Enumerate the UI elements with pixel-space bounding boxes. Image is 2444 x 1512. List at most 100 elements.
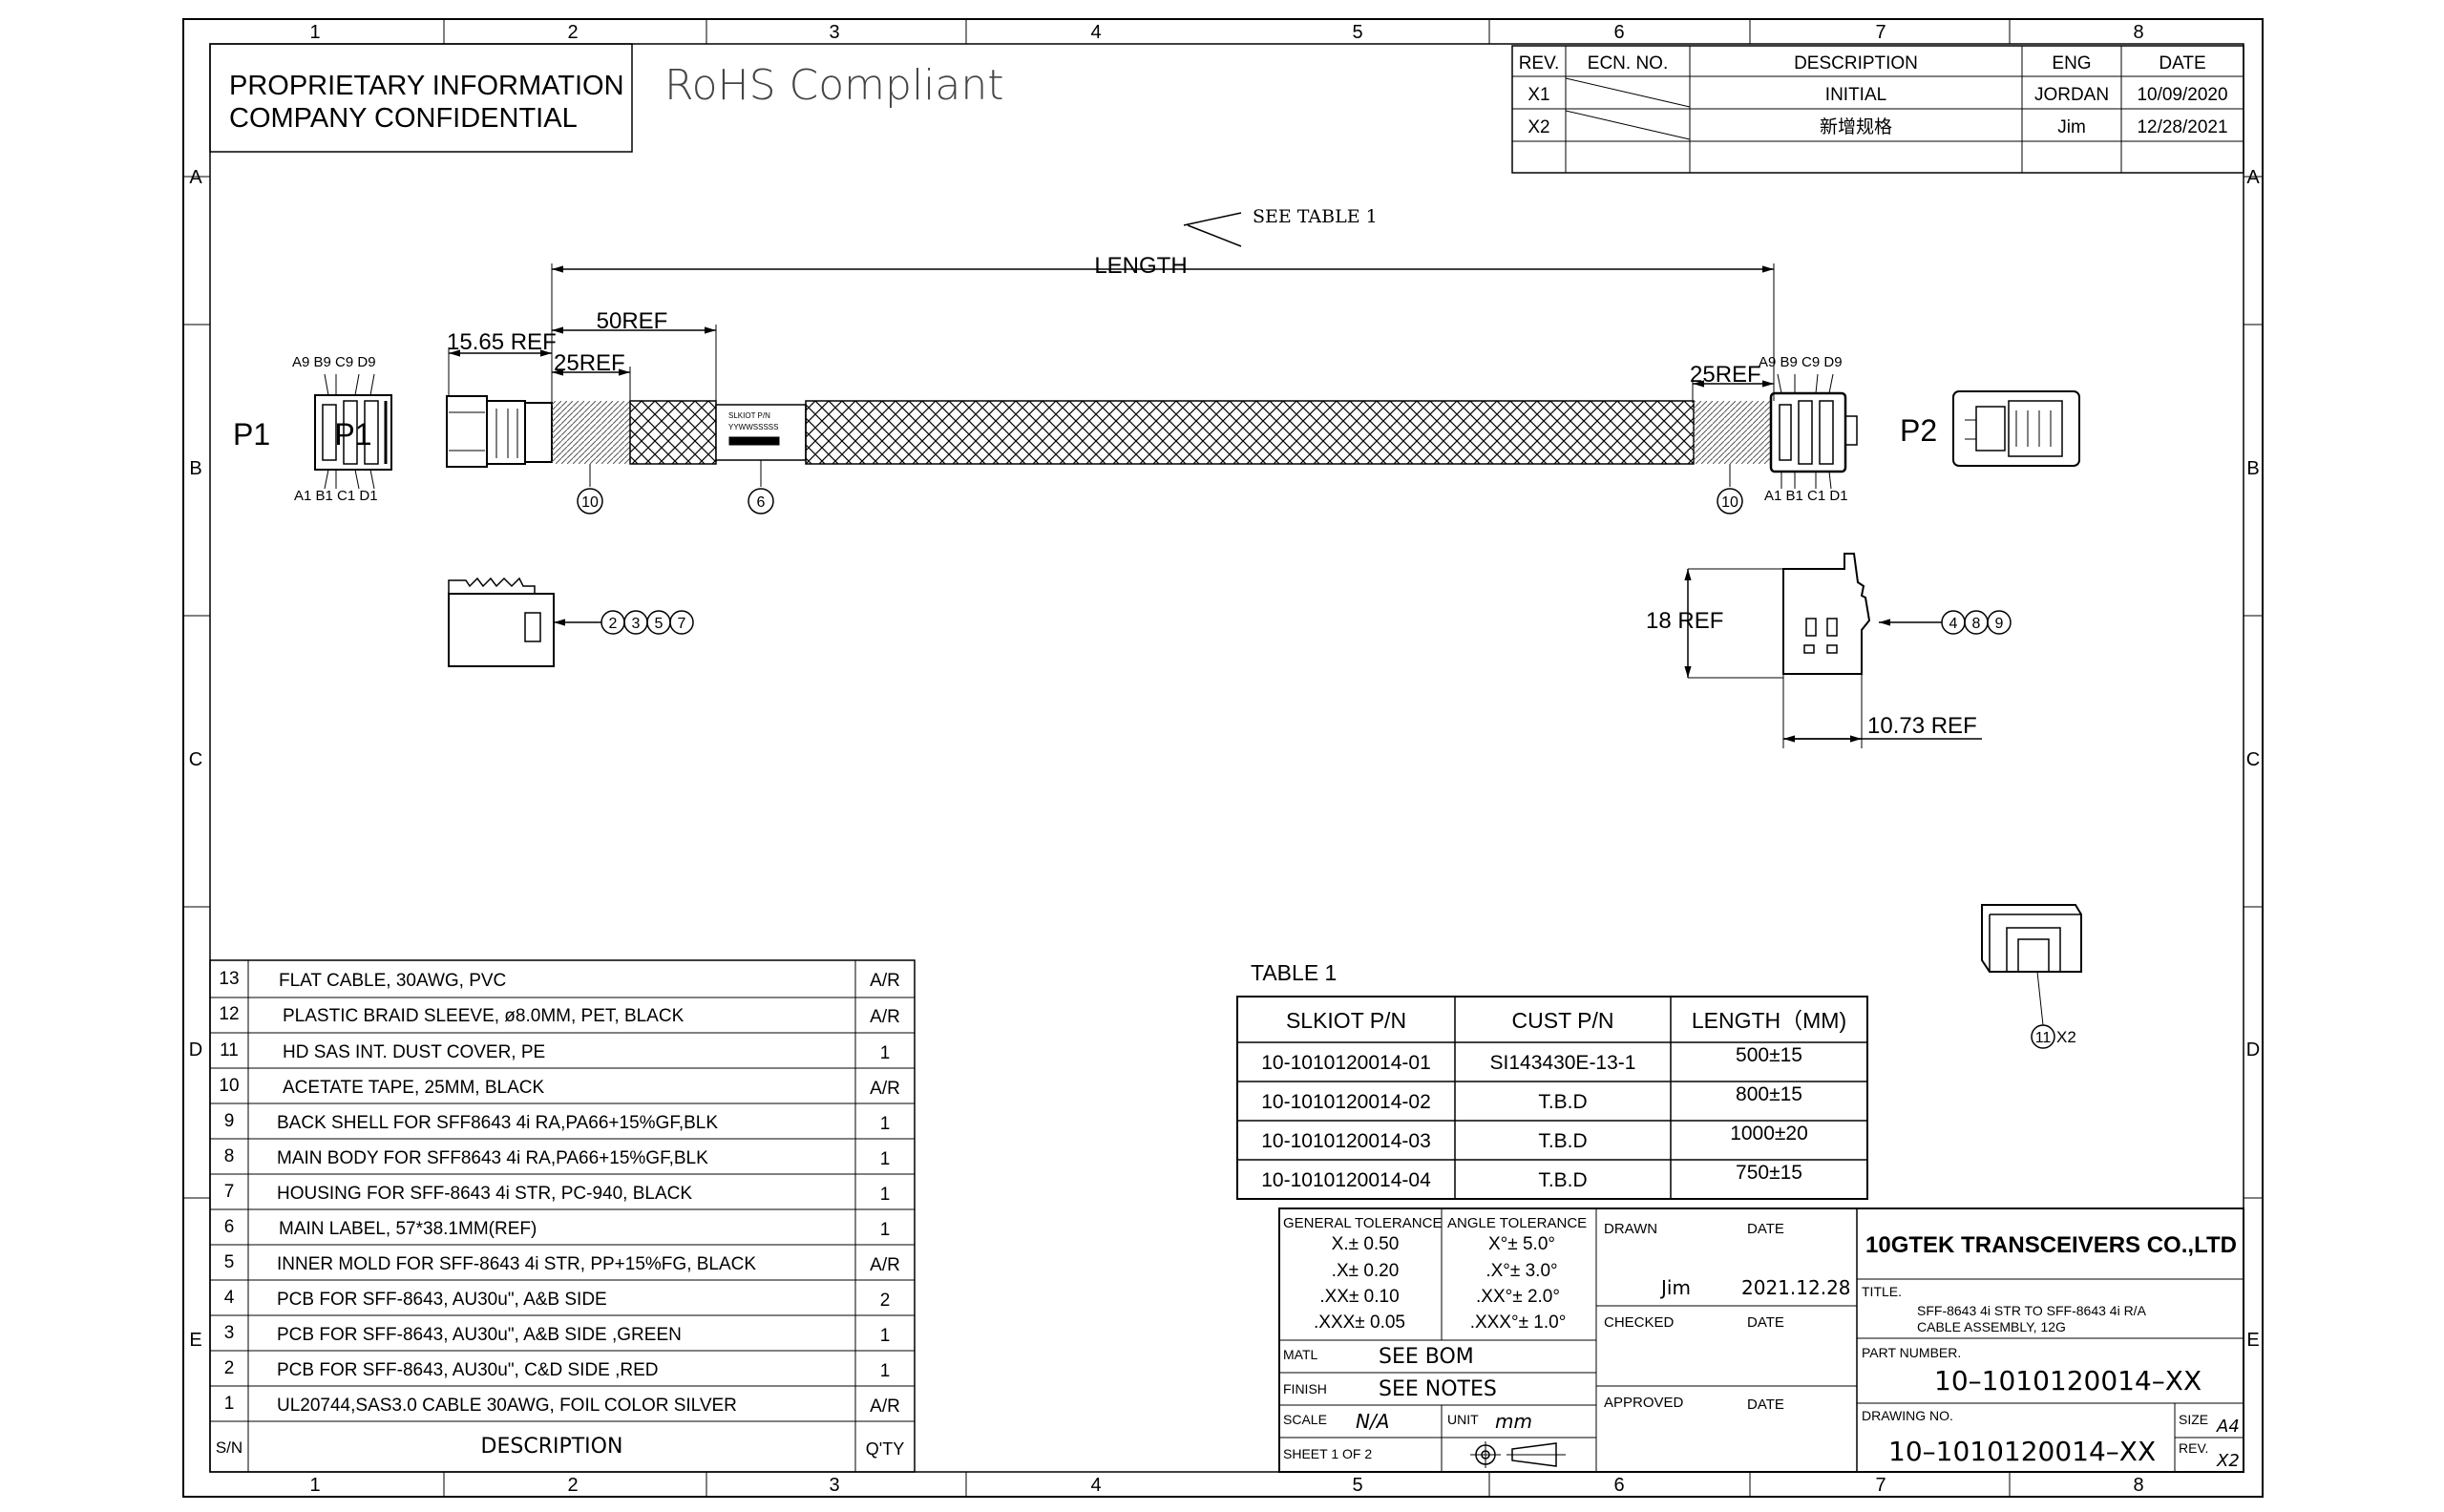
table1-cell: T.B.D bbox=[1538, 1091, 1587, 1113]
dim-25ref-right: 25REF bbox=[1690, 362, 1761, 388]
bom-qty: 1 bbox=[880, 1043, 891, 1063]
angle-line: .XX°± 2.0° bbox=[1476, 1287, 1560, 1307]
proprietary-line1: PROPRIETARY INFORMATION bbox=[229, 71, 624, 101]
balloon-8: 8 bbox=[1972, 616, 1981, 632]
drawn-label: DRAWN bbox=[1604, 1221, 1657, 1237]
bom-qty: A/R bbox=[870, 1007, 900, 1027]
table1: TABLE 1 SLKIOT P/N CUST P/N LENGTH（MM) 1… bbox=[1236, 960, 1868, 1200]
unit-value: mm bbox=[1495, 1410, 1532, 1433]
col-label: 4 bbox=[1090, 1475, 1101, 1496]
matl-label: MATL bbox=[1283, 1347, 1318, 1362]
table1-header: LENGTH（MM) bbox=[1692, 1008, 1846, 1033]
rev-cell: 10/09/2020 bbox=[2137, 85, 2227, 105]
balloon-4: 4 bbox=[1949, 616, 1958, 632]
angle-line: .X°± 3.0° bbox=[1485, 1261, 1557, 1281]
length-label: LENGTH bbox=[1094, 253, 1187, 279]
bom-desc: PLASTIC BRAID SLEEVE, ø8.0MM, PET, BLACK bbox=[283, 1006, 685, 1026]
scale-label: SCALE bbox=[1283, 1412, 1327, 1427]
general-tolerance-label: GENERAL TOLERANCE bbox=[1283, 1215, 1442, 1231]
bom-desc: PCB FOR SFF-8643, AU30u", C&D SIDE ,RED bbox=[277, 1360, 659, 1380]
rev-value: X2 bbox=[2216, 1451, 2240, 1471]
bom-rows: 1 3 FLAT CABLE, 30AWG, PVC A/R 1 2 PLASTIC… bbox=[216, 969, 904, 1459]
balloon-10: 10 bbox=[1721, 494, 1738, 511]
p1-label: P1 bbox=[233, 417, 270, 452]
bom-sn: 11 bbox=[220, 1040, 239, 1060]
tolerance-line: X.± 0.50 bbox=[1332, 1234, 1400, 1254]
dim-18ref: 18 REF bbox=[1646, 608, 1723, 634]
row-label: D bbox=[189, 1040, 202, 1060]
col-label: 8 bbox=[2133, 1475, 2143, 1496]
col-label: 5 bbox=[1352, 1475, 1362, 1496]
bom-desc: PCB FOR SFF-8643, AU30u", A&B SIDE bbox=[277, 1290, 607, 1310]
dim-50ref: 50REF bbox=[597, 308, 668, 334]
finish-label: FINISH bbox=[1283, 1381, 1327, 1396]
pins-top-right: A9 B9 C9 D9 bbox=[1759, 354, 1843, 370]
drawing-labels: SEE TABLE 1 LENGTH 50REF 15.65 REF 25REF… bbox=[233, 206, 1937, 504]
bom-sn: 7 bbox=[224, 1182, 235, 1202]
row-label: E bbox=[189, 1330, 201, 1351]
table1-cell: 800±15 bbox=[1736, 1083, 1802, 1105]
row-label: E bbox=[2246, 1330, 2259, 1351]
table1-cell: T.B.D bbox=[1538, 1130, 1587, 1152]
approved-date-label: DATE bbox=[1747, 1396, 1784, 1413]
dim-1565ref: 15.65 REF bbox=[447, 329, 557, 355]
table1-cell: 1000±20 bbox=[1730, 1123, 1808, 1144]
col-label: 2 bbox=[567, 22, 578, 43]
dim-1073ref: 10.73 REF bbox=[1867, 713, 1977, 739]
balloon-7: 7 bbox=[678, 616, 686, 632]
table1-cell: 10-1010120014-03 bbox=[1261, 1130, 1431, 1152]
bom-desc: PCB FOR SFF-8643, AU30u", A&B SIDE ,GREE… bbox=[277, 1325, 682, 1345]
table1-cell: 10-1010120014-01 bbox=[1261, 1052, 1431, 1074]
col-label: 2 bbox=[567, 1475, 578, 1496]
checked-date-label: DATE bbox=[1747, 1314, 1784, 1331]
col-label: 8 bbox=[2133, 22, 2143, 43]
table1-cell: T.B.D bbox=[1538, 1169, 1587, 1191]
drawn-by: Jim bbox=[1659, 1276, 1691, 1299]
title-line1: SFF-8643 4i STR TO SFF-8643 4i R/A bbox=[1917, 1303, 2147, 1318]
table1-title: TABLE 1 bbox=[1251, 960, 1337, 985]
tolerance-line: .XXX± 0.05 bbox=[1314, 1312, 1405, 1333]
rev-header: ENG bbox=[2052, 53, 2091, 74]
pins-bottom-left: A1 B1 C1 D1 bbox=[294, 488, 378, 504]
title-line2: CABLE ASSEMBLY, 12G bbox=[1917, 1319, 2066, 1334]
table1-header: CUST P/N bbox=[1512, 1008, 1614, 1033]
rev-cell: X1 bbox=[1528, 85, 1549, 105]
proprietary-block: PROPRIETARY INFORMATION COMPANY CONFIDEN… bbox=[209, 43, 633, 153]
bom-footer-sn: S/N bbox=[216, 1438, 242, 1457]
size-value: A4 bbox=[2216, 1417, 2240, 1437]
col-label: 3 bbox=[829, 1475, 839, 1496]
bom-desc: HOUSING FOR SFF-8643 4i STR, PC-940, BLA… bbox=[277, 1184, 692, 1204]
bom-qty: 1 bbox=[880, 1185, 891, 1205]
bom-qty: 1 bbox=[880, 1114, 891, 1134]
bom-desc: FLAT CABLE, 30AWG, PVC bbox=[279, 971, 506, 991]
approved-label: APPROVED bbox=[1604, 1395, 1684, 1411]
rev-cell: 12/28/2021 bbox=[2137, 117, 2227, 137]
drawn-date: 2021.12.28 bbox=[1741, 1276, 1851, 1299]
bom-sn: 3 bbox=[224, 1323, 235, 1343]
rev-cell: INITIAL bbox=[1825, 85, 1886, 105]
column-labels-top: 1 2 3 4 5 6 7 8 bbox=[309, 22, 2143, 43]
bom-footer-qty: Q'TY bbox=[866, 1439, 904, 1459]
col-label: 7 bbox=[1875, 1475, 1886, 1496]
rohs-label: RoHS Compliant bbox=[664, 61, 1004, 110]
rev-label: REV. bbox=[2179, 1440, 2208, 1456]
bom-sn: 2 bbox=[224, 1358, 235, 1378]
bom-sn: 6 bbox=[224, 1217, 235, 1237]
see-table-note: SEE TABLE 1 bbox=[1253, 206, 1378, 227]
bom-sn: 9 bbox=[224, 1111, 235, 1131]
dust-cover-view bbox=[1981, 904, 2082, 1049]
bom-sn: 10 bbox=[219, 1076, 239, 1096]
bom-footer-desc: DESCRIPTION bbox=[481, 1435, 623, 1459]
rev-cell: X2 bbox=[1528, 117, 1549, 137]
angle-line: .XXX°± 1.0° bbox=[1470, 1312, 1567, 1333]
size-label: SIZE bbox=[2179, 1412, 2208, 1427]
rev-header: ECN. NO. bbox=[1588, 53, 1668, 74]
pins-bottom-right: A1 B1 C1 D1 bbox=[1764, 488, 1848, 504]
bom-qty: 1 bbox=[880, 1149, 891, 1169]
col-label: 6 bbox=[1613, 1475, 1624, 1496]
rev-header: DATE bbox=[2159, 53, 2205, 74]
bom-desc: ACETATE TAPE, 25MM, BLACK bbox=[283, 1078, 544, 1098]
table1-cell: 10-1010120014-02 bbox=[1261, 1091, 1431, 1113]
bom-sn: 8 bbox=[224, 1146, 235, 1166]
bom-desc: MAIN LABEL, 57*38.1MM(REF) bbox=[279, 1219, 537, 1239]
